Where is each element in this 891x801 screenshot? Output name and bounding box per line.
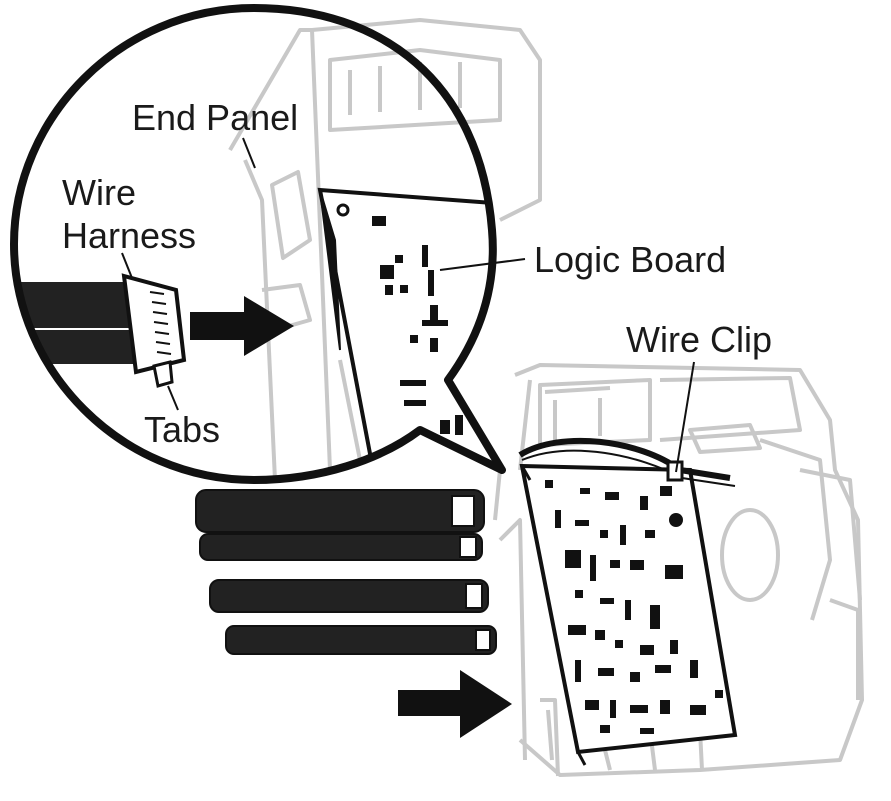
cable-tie-1 (195, 489, 485, 533)
tabs-leader (167, 385, 179, 411)
magnifier-callout (10, 4, 506, 484)
label-end-panel: End Panel (132, 97, 298, 138)
harness-tab (152, 360, 174, 388)
harness-connector (121, 273, 187, 388)
wire-clip-leader (675, 361, 695, 473)
end-panel-leader (242, 137, 256, 169)
label-wire-clip: Wire Clip (626, 319, 772, 360)
cable-tie-4 (225, 625, 497, 655)
wire-clip (518, 437, 736, 487)
leader-lines (121, 137, 256, 411)
external-leaders (439, 258, 695, 473)
label-wire-harness-line1: Wire (62, 172, 136, 213)
label-wire-harness-line2: Harness (62, 215, 196, 256)
wire-harness-leader (121, 252, 133, 279)
cable-ties (195, 489, 497, 655)
label-tabs: Tabs (144, 409, 220, 450)
logic-board-leader (439, 258, 526, 271)
cable-tie-2 (199, 533, 483, 561)
wire-harness (14, 273, 187, 388)
arrow-right-icon (190, 296, 294, 356)
logic-board (519, 463, 738, 766)
label-logic-board: Logic Board (534, 239, 726, 280)
arrow-right-icon (398, 670, 512, 738)
cable-tie-3 (209, 579, 489, 613)
